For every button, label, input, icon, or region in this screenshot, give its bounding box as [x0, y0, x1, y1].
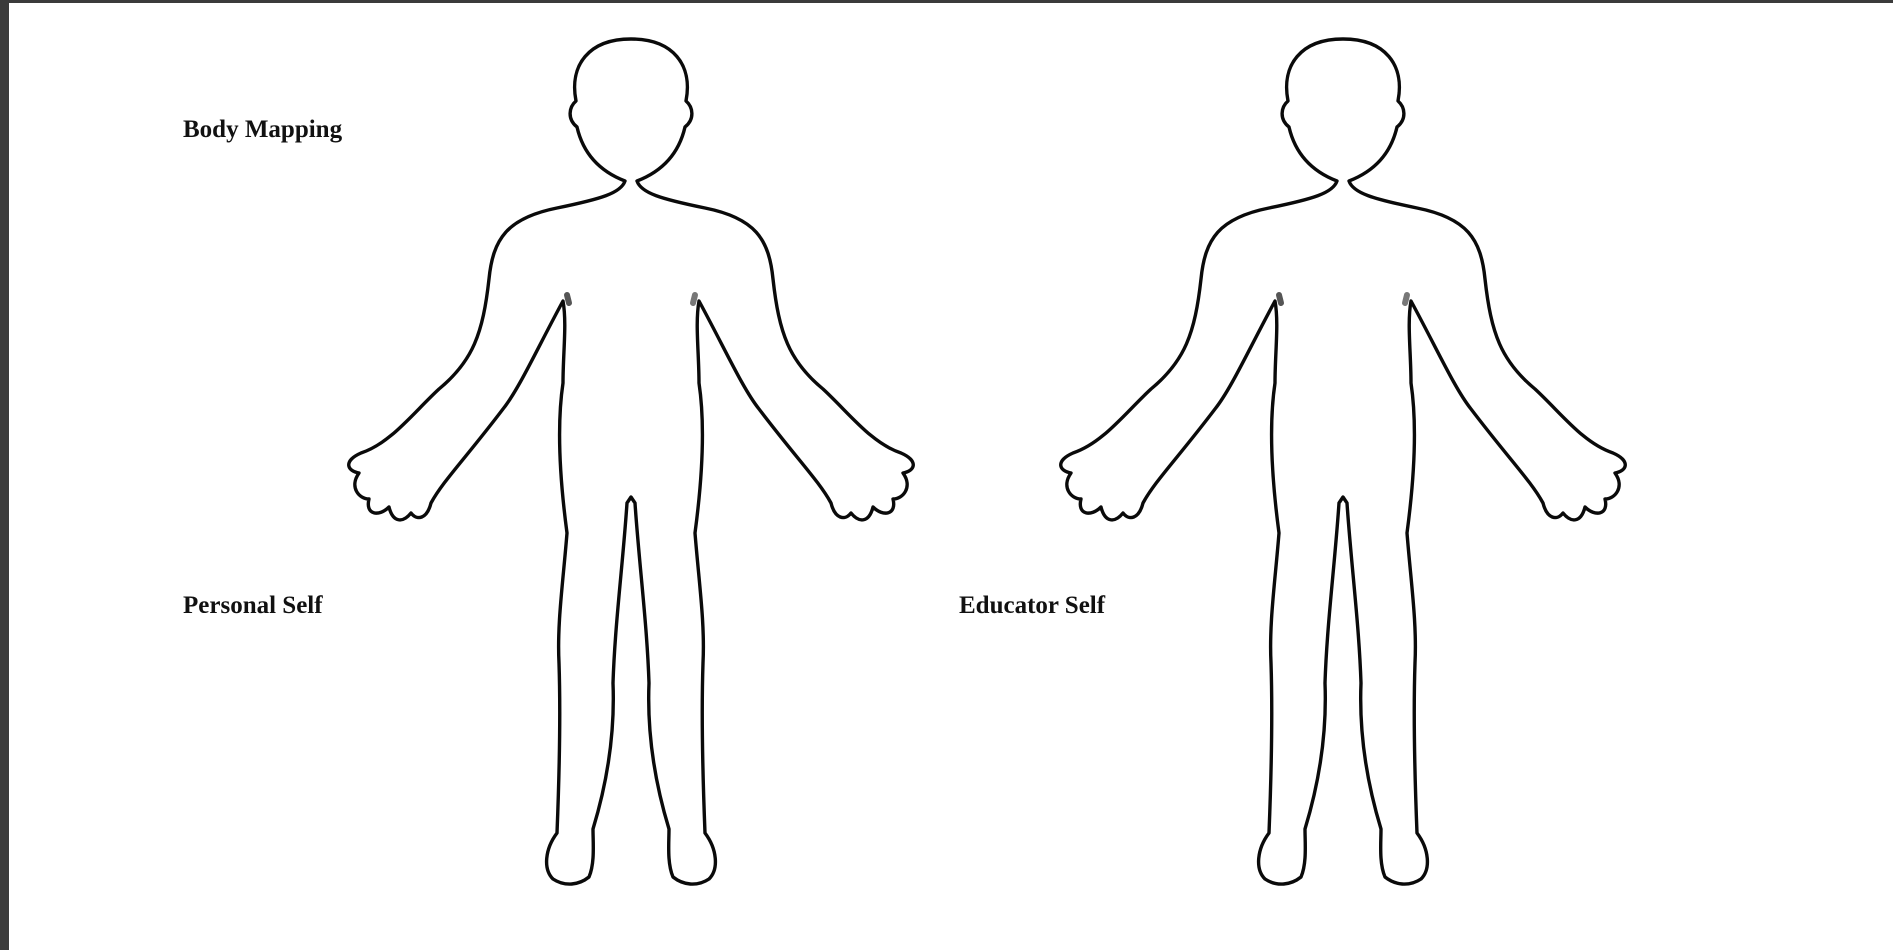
- body-outline-educator-drawing: [1043, 3, 1763, 950]
- body-outline-educator: [1043, 3, 1763, 950]
- personal-self-label: Personal Self: [183, 593, 323, 618]
- body-silhouette: [1061, 39, 1626, 884]
- body-outline-personal: [331, 3, 1051, 950]
- page-title: Body Mapping: [183, 117, 342, 142]
- body-silhouette: [349, 39, 914, 884]
- body-outline-personal-drawing: [331, 3, 1051, 950]
- document-page: Body Mapping Personal Self Educator Self: [9, 3, 1893, 950]
